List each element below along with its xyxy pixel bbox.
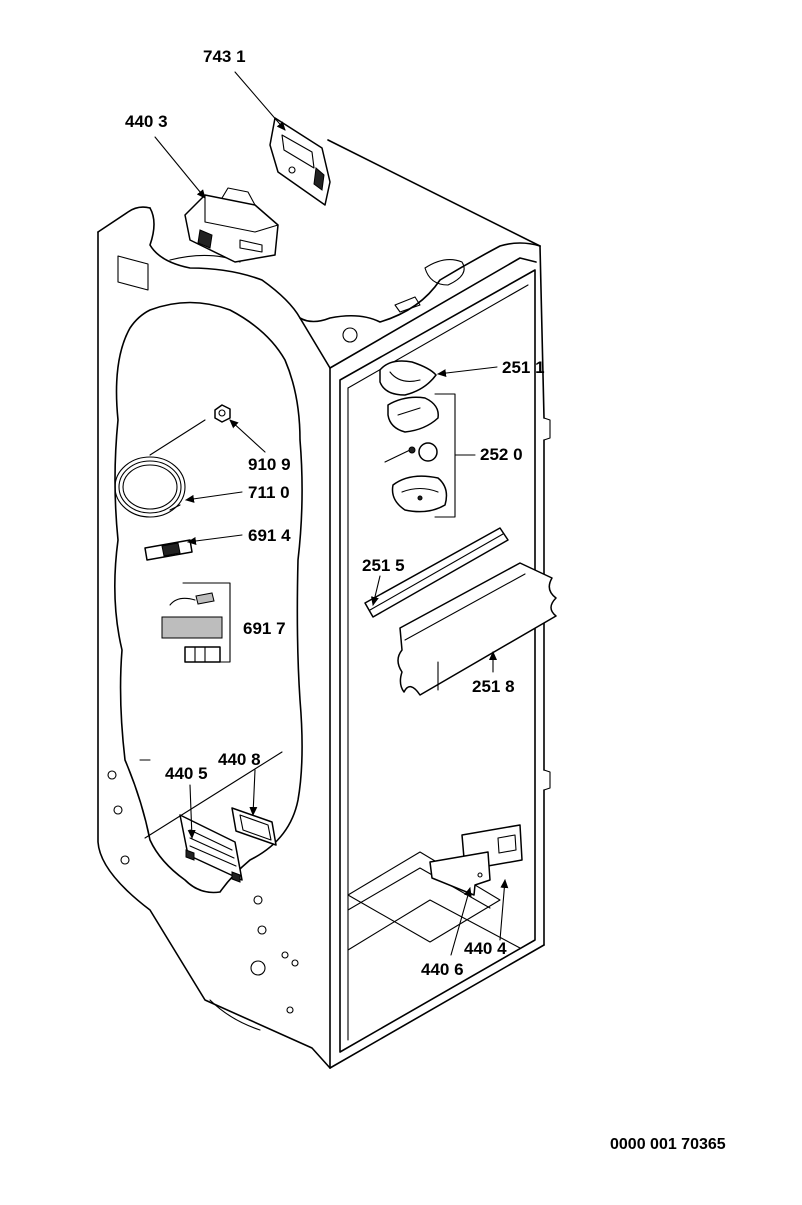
callout-910-9: 910 9 — [248, 455, 291, 474]
callout-711-0: 711 0 — [248, 483, 290, 502]
callout-440-6: 440 6 — [421, 960, 464, 979]
callout-252-0: 252 0 — [480, 445, 523, 464]
callout-743-1: 743 1 — [203, 47, 246, 66]
part-691-7-group — [161, 582, 231, 663]
callout-labels: 743 1 440 3 251 1 252 0 910 9 711 0 691 … — [125, 47, 545, 979]
refrigerator-cabinet — [97, 139, 551, 1069]
callout-440-5: 440 5 — [165, 764, 208, 783]
part-910-9-nut — [214, 404, 231, 423]
part-252-0-lamp-assembly — [384, 396, 448, 513]
part-440-8-grille — [231, 807, 277, 846]
part-251-5-rail — [364, 527, 509, 618]
callout-440-3: 440 3 — [125, 112, 168, 131]
callout-440-8: 440 8 — [218, 750, 261, 769]
part-711-0-capillary — [114, 419, 206, 518]
part-440-4-6-brackets — [429, 824, 523, 896]
part-440-5-fan-cover — [179, 814, 243, 883]
part-440-3-housing — [184, 187, 279, 263]
callout-440-4: 440 4 — [464, 939, 507, 958]
document-number: 0000 001 70365 — [610, 1136, 726, 1153]
part-691-4-clip — [144, 539, 193, 561]
leader-lines — [154, 71, 509, 956]
callout-251-1: 251 1 — [502, 358, 545, 377]
part-251-1-lamp-cover — [379, 360, 437, 396]
callout-691-7: 691 7 — [243, 619, 286, 638]
callout-251-5: 251 5 — [362, 556, 405, 575]
part-251-8-support — [397, 562, 557, 696]
callout-691-4: 691 4 — [248, 526, 291, 545]
callout-251-8: 251 8 — [472, 677, 515, 696]
part-743-1-bracket — [269, 117, 331, 206]
